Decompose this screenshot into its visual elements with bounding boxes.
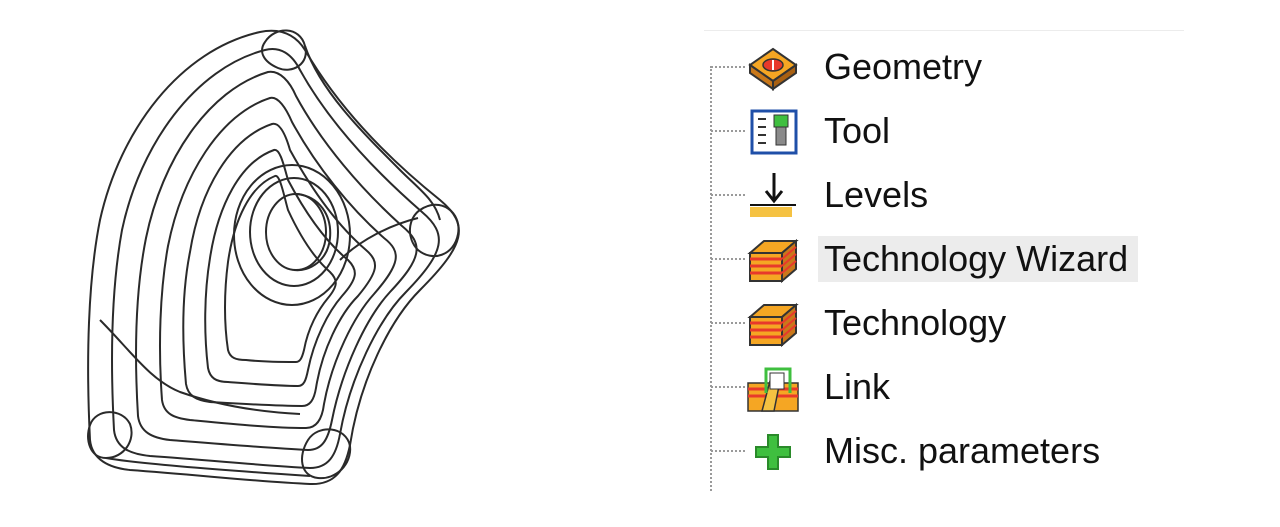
tree-connector <box>711 258 745 260</box>
toolpath-corner-loop-right <box>409 203 460 258</box>
tree-item-technology[interactable]: Technology <box>700 296 1180 350</box>
toolpath-link-right <box>339 217 419 261</box>
toolpath-ring-3 <box>265 193 327 271</box>
tree-item-link[interactable]: Link <box>700 360 1180 414</box>
toolpath-corner-loop-top <box>261 29 307 71</box>
tree-item-misc-parameters[interactable]: Misc. parameters <box>700 424 1180 478</box>
technology-wizard-icon <box>747 238 799 284</box>
tree-item-geometry[interactable]: Geometry <box>700 40 1180 94</box>
tree-connector <box>711 322 745 324</box>
link-icon <box>747 367 799 412</box>
toolpath-link-bottom <box>105 457 311 477</box>
toolpath-contour-3 <box>135 70 418 452</box>
tree-item-levels[interactable]: Levels <box>700 168 1180 222</box>
tree-top-divider <box>704 30 1184 31</box>
toolpath-link-left <box>99 319 301 415</box>
tree-connector <box>711 130 745 132</box>
toolpath-spiral-link <box>293 193 332 272</box>
levels-icon <box>750 173 796 217</box>
geometry-icon <box>748 47 798 91</box>
tree-item-label: Tool <box>824 110 891 151</box>
toolpath-contour-6 <box>204 148 356 388</box>
toolpath-ring-1 <box>233 164 351 306</box>
tree-item-label: Levels <box>824 174 929 215</box>
toolpath-contour-2 <box>111 48 440 470</box>
misc-parameters-icon <box>755 434 791 470</box>
tree-item-label: Misc. parameters <box>824 430 1101 471</box>
tree-connector-vertical <box>710 66 712 491</box>
toolpath-corner-loop-bl <box>87 411 133 460</box>
tree-item-label: Technology <box>824 302 1007 343</box>
toolpath-link-diagonal <box>304 45 441 221</box>
toolpath-ring-2 <box>249 177 339 287</box>
tree-item-label: Link <box>824 366 891 407</box>
technology-icon <box>747 302 799 348</box>
toolpath-outer-contour <box>87 29 460 486</box>
tool-icon <box>750 109 798 155</box>
toolpath-corner-loop-br <box>301 428 352 480</box>
tree-item-technology-wizard[interactable]: Technology Wizard <box>700 232 1180 286</box>
tree-connector <box>711 66 745 68</box>
toolpath-contour-4 <box>159 96 397 430</box>
tree-item-tool[interactable]: Tool <box>700 104 1180 158</box>
toolpath-contour-7 <box>224 175 337 364</box>
operation-tree: Geometry Tool Levels <box>700 30 1190 500</box>
tree-item-label: Technology Wizard <box>818 236 1139 282</box>
tree-item-label: Geometry <box>824 46 983 87</box>
tree-connector <box>711 450 745 452</box>
toolpath-preview <box>87 29 460 486</box>
toolpath-contour-5 <box>182 122 376 408</box>
tree-connector <box>711 386 745 388</box>
tree-connector <box>711 194 745 196</box>
